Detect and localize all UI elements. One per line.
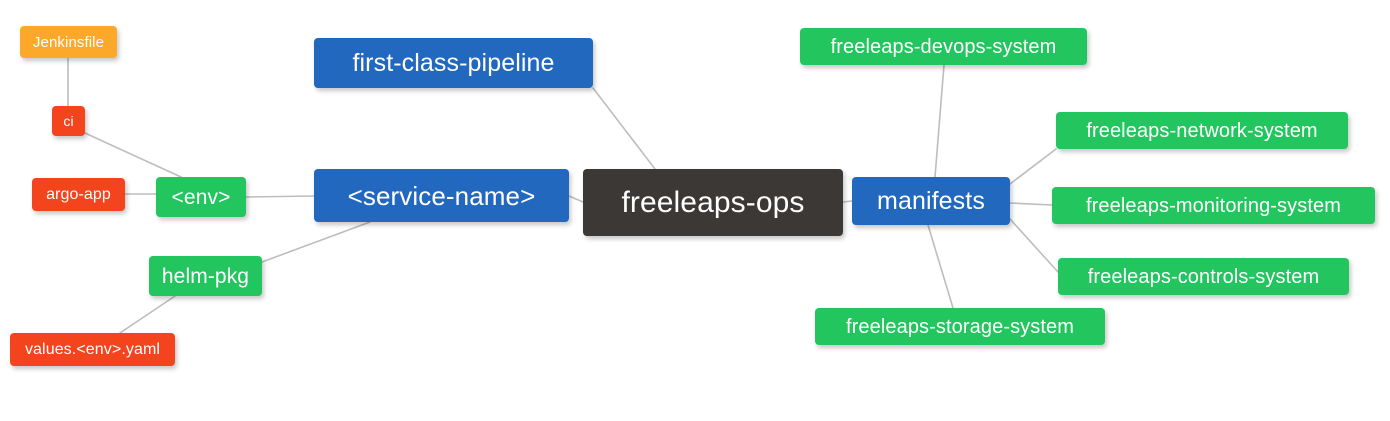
edge-service-name-to-helm-pkg [261,221,371,263]
edge-manifests-to-freeleaps-network-system [1009,148,1057,185]
node-label-freeleaps-controls-system: freeleaps-controls-system [1087,265,1320,288]
edge-freeleaps-ops-to-service-name [568,195,584,203]
edge-helm-pkg-to-values-env-yaml [119,295,176,334]
node-freeleaps-monitoring-system[interactable]: freeleaps-monitoring-system [1052,187,1375,224]
node-label-freeleaps-network-system: freeleaps-network-system [1086,119,1318,142]
node-label-manifests: manifests [877,186,985,215]
node-label-argo-app: argo-app [46,185,111,203]
node-service-name[interactable]: <service-name> [314,169,569,222]
edge-env-to-ci [84,132,182,178]
node-argo-app[interactable]: argo-app [32,178,125,211]
node-freeleaps-storage-system[interactable]: freeleaps-storage-system [815,308,1105,345]
node-label-freeleaps-monitoring-system: freeleaps-monitoring-system [1085,194,1341,217]
node-label-env: <env> [171,185,231,209]
edge-manifests-to-freeleaps-storage-system [927,224,954,309]
node-label-freeleaps-storage-system: freeleaps-storage-system [845,315,1075,338]
node-label-freeleaps-devops-system: freeleaps-devops-system [830,35,1057,58]
node-freeleaps-controls-system[interactable]: freeleaps-controls-system [1058,258,1349,295]
node-manifests[interactable]: manifests [852,177,1010,225]
node-jenkinsfile[interactable]: Jenkinsfile [20,26,117,58]
edge-manifests-to-freeleaps-devops-system [934,64,945,178]
node-label-ci: ci [63,113,74,129]
node-freeleaps-ops[interactable]: freeleaps-ops [583,169,843,236]
node-label-helm-pkg: helm-pkg [161,264,250,288]
node-ci[interactable]: ci [52,106,85,136]
node-first-class-pipeline[interactable]: first-class-pipeline [314,38,593,88]
edge-service-name-to-env [245,195,315,198]
node-values-env-yaml[interactable]: values.<env>.yaml [10,333,175,366]
node-label-jenkinsfile: Jenkinsfile [32,33,105,51]
node-label-values-env-yaml: values.<env>.yaml [24,340,161,358]
node-label-first-class-pipeline: first-class-pipeline [352,48,555,77]
node-freeleaps-network-system[interactable]: freeleaps-network-system [1056,112,1348,149]
node-freeleaps-devops-system[interactable]: freeleaps-devops-system [800,28,1087,65]
edge-manifests-to-freeleaps-monitoring-system [1009,202,1053,206]
node-helm-pkg[interactable]: helm-pkg [149,256,262,296]
node-label-freeleaps-ops: freeleaps-ops [621,185,805,219]
node-label-service-name: <service-name> [347,180,536,211]
edge-manifests-to-freeleaps-controls-system [1009,218,1059,273]
edge-freeleaps-ops-to-manifests [842,200,853,203]
edge-freeleaps-ops-to-first-class-pipeline [592,87,656,170]
node-env[interactable]: <env> [156,177,246,217]
